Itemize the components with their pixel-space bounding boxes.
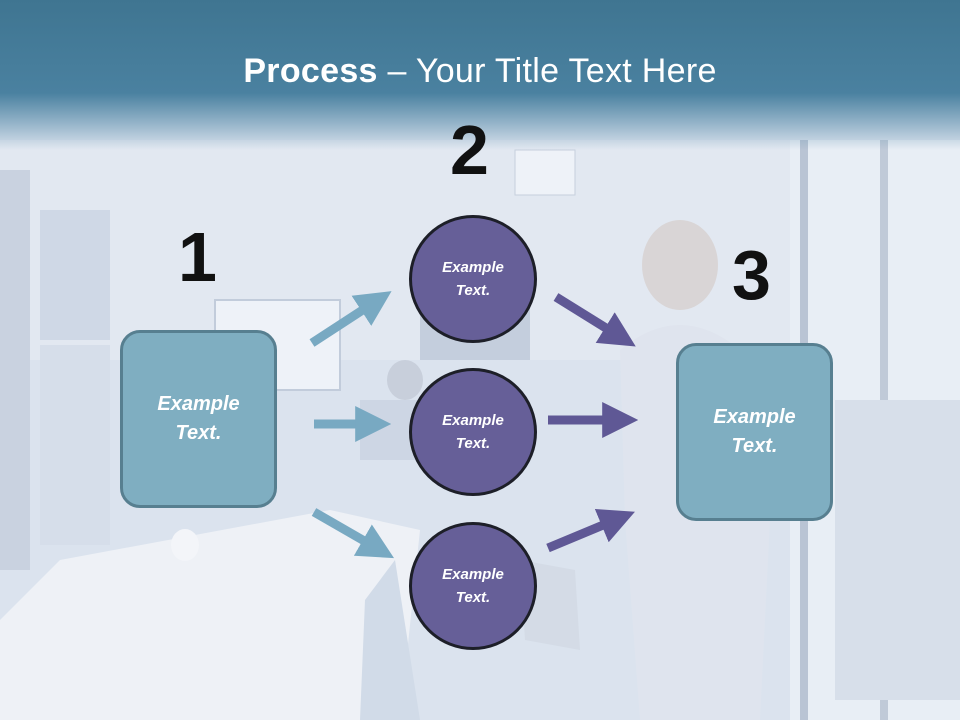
circle-2-line2: Text.: [455, 435, 491, 452]
circle-3-line2: Text.: [455, 589, 491, 606]
arrow-from-circle-1: [553, 293, 636, 347]
step3-box-line2: Text.: [731, 435, 778, 457]
title-banner: [0, 0, 960, 150]
arrow-to-circle-1: [309, 291, 392, 347]
arrow-from-circle-3: [546, 509, 635, 553]
arrow-to-circle-3: [311, 508, 395, 559]
step-number-2: 2: [450, 111, 489, 189]
step2-circle-1: Example Text.: [409, 215, 537, 343]
step1-box-line2: Text.: [175, 422, 222, 444]
step2-circle-3: Example Text.: [409, 522, 537, 650]
step1-box: Example Text.: [120, 330, 277, 508]
circle-2-line1: Example: [442, 412, 504, 429]
step3-box-line1: Example: [713, 406, 796, 428]
circle-1-line2: Text.: [455, 282, 491, 299]
step1-box-line1: Example: [157, 393, 240, 415]
circle-1-line1: Example: [442, 259, 504, 276]
title-bold: Process: [243, 52, 378, 90]
slide-title: Process – Your Title Text Here: [0, 52, 960, 91]
step-number-3: 3: [732, 236, 771, 314]
step3-box: Example Text.: [676, 343, 833, 521]
circle-3-line1: Example: [442, 566, 504, 583]
step2-circle-2: Example Text.: [409, 368, 537, 496]
step-number-1: 1: [178, 218, 217, 296]
title-rest: – Your Title Text Here: [377, 52, 717, 90]
